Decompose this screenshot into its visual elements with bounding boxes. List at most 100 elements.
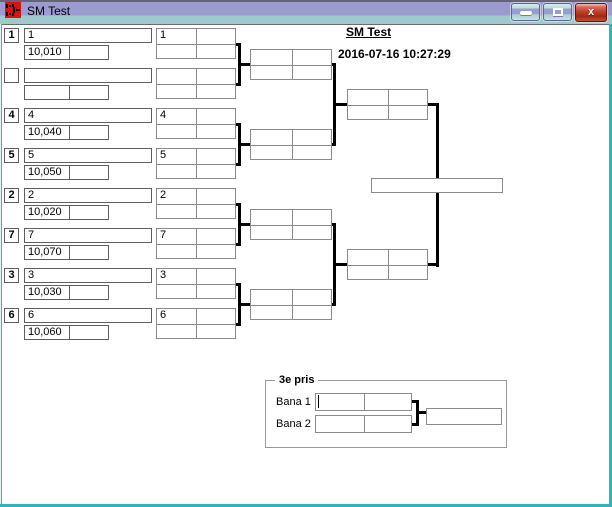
score-box[interactable]: 10,070 [24, 245, 109, 260]
bracket-connector [235, 323, 239, 326]
bracket-connector [235, 43, 239, 46]
bracket-connector [336, 103, 347, 106]
titlebar-separator [0, 24, 612, 25]
cell-divider [196, 309, 197, 338]
round2-box[interactable]: 5 [156, 148, 236, 179]
cell-divider [196, 229, 197, 258]
cell-divider [157, 44, 235, 45]
cell-divider [251, 305, 331, 306]
score-box[interactable]: 10,020 [24, 205, 109, 220]
cell-divider [196, 109, 197, 138]
third-prize-winner-box[interactable] [426, 408, 502, 425]
player-name-box[interactable] [24, 68, 152, 83]
player-name-box[interactable]: 5 [24, 148, 152, 163]
titlebar[interactable] [0, 2, 612, 24]
semifinal-box[interactable] [347, 249, 428, 280]
seed-box[interactable]: 2 [4, 188, 19, 203]
score-box[interactable]: 10,050 [24, 165, 109, 180]
round2-box[interactable] [156, 68, 236, 99]
cell-divider [69, 126, 70, 139]
bracket-connector [411, 400, 416, 403]
cell-divider [69, 246, 70, 259]
player-name-box[interactable]: 4 [24, 108, 152, 123]
seed-box[interactable]: 4 [4, 108, 19, 123]
quarterfinal-box[interactable] [250, 49, 332, 80]
seed-box[interactable]: 3 [4, 268, 19, 283]
player-name-box[interactable]: 1 [24, 28, 152, 43]
player-name-box[interactable]: 3 [24, 268, 152, 283]
quarterfinal-box[interactable] [250, 209, 332, 240]
bracket-connector [333, 63, 336, 146]
bracket-connector [235, 243, 239, 246]
final-winner-box[interactable] [371, 178, 503, 193]
cell-divider [348, 265, 427, 266]
cell-divider [388, 250, 389, 279]
cell-divider [292, 210, 293, 239]
cell-divider [157, 124, 235, 125]
quarterfinal-box[interactable] [250, 129, 332, 160]
score-box[interactable] [24, 85, 109, 100]
window-border-top [0, 0, 612, 2]
lane2-score-box[interactable] [315, 415, 412, 433]
player-name-box[interactable]: 7 [24, 228, 152, 243]
bracket-connector [235, 283, 239, 286]
round2-box[interactable]: 6 [156, 308, 236, 339]
text-caret [318, 395, 319, 408]
seed-box[interactable]: 1 [4, 28, 19, 43]
cell-divider [292, 50, 293, 79]
cell-divider [292, 130, 293, 159]
cell-divider [196, 69, 197, 98]
seed-box[interactable]: 6 [4, 308, 19, 323]
quarterfinal-box[interactable] [250, 289, 332, 320]
semifinal-box[interactable] [347, 89, 428, 120]
seed-box[interactable]: 7 [4, 228, 19, 243]
seed-box[interactable]: 5 [4, 148, 19, 163]
seed-box[interactable] [4, 68, 19, 83]
close-button[interactable]: x [575, 3, 607, 22]
cell-divider [251, 65, 331, 66]
tournament-title: SM Test [346, 25, 392, 39]
bracket-connector [336, 263, 347, 266]
cell-divider [251, 145, 331, 146]
bracket-connector [235, 163, 239, 166]
bracket-connector [235, 203, 239, 206]
cell-divider [69, 206, 70, 219]
bracket-connector [241, 303, 250, 306]
player-name-box[interactable]: 6 [24, 308, 152, 323]
player-name-box[interactable]: 2 [24, 188, 152, 203]
bracket-connector [238, 123, 241, 166]
score-box[interactable]: 10,040 [24, 125, 109, 140]
lane1-score-box[interactable] [315, 393, 412, 411]
lane1-label: Bana 1 [276, 396, 311, 408]
cell-divider [69, 46, 70, 59]
bracket-connector [416, 400, 419, 426]
round2-box[interactable]: 3 [156, 268, 236, 299]
round2-box[interactable]: 4 [156, 108, 236, 139]
minimize-icon [520, 11, 532, 15]
bracket-connector [241, 63, 250, 66]
maximize-button[interactable] [543, 3, 572, 21]
cell-divider [196, 149, 197, 178]
app-icon [5, 2, 21, 18]
cell-divider [69, 286, 70, 299]
maximize-icon [553, 8, 563, 16]
close-icon: x [587, 6, 595, 18]
bracket-connector [411, 423, 416, 426]
bracket-connector [238, 203, 241, 246]
cell-divider [196, 29, 197, 58]
round2-box[interactable]: 2 [156, 188, 236, 219]
bracket-connector [428, 103, 439, 106]
cell-divider [196, 269, 197, 298]
score-box[interactable]: 10,060 [24, 325, 109, 340]
score-box[interactable]: 10,010 [24, 45, 109, 60]
score-box[interactable]: 10,030 [24, 285, 109, 300]
cell-divider [251, 225, 331, 226]
minimize-button[interactable] [511, 3, 540, 21]
round2-box[interactable]: 7 [156, 228, 236, 259]
cell-divider [157, 164, 235, 165]
bracket-connector [241, 143, 250, 146]
cell-divider [157, 84, 235, 85]
round2-box[interactable]: 1 [156, 28, 236, 59]
